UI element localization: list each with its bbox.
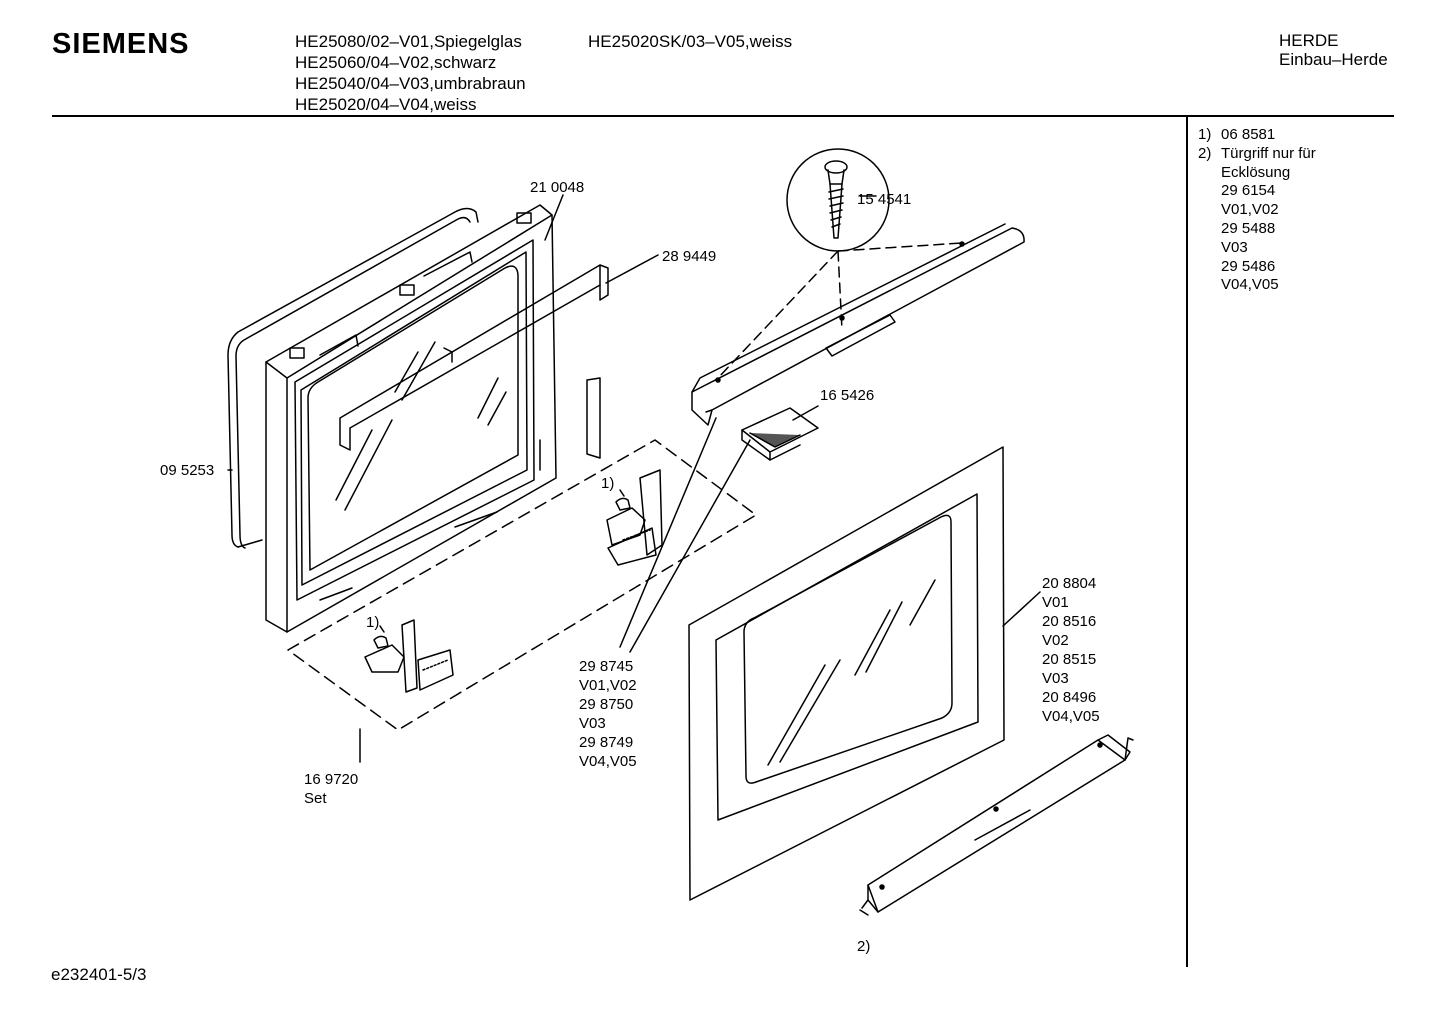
- part-line: 29 8745: [579, 658, 634, 675]
- model-list-primary: HE25080/02–V01,Spiegelglas HE25060/04–V0…: [295, 31, 526, 115]
- category-line: HERDE: [1279, 31, 1339, 50]
- part-label-165426: 16 5426: [820, 387, 875, 404]
- header-divider: [52, 115, 1394, 117]
- part-label-289449: 28 9449: [662, 248, 717, 265]
- label-plate: [586, 377, 601, 459]
- note-text: V03: [1221, 238, 1248, 256]
- outer-door-glass: [688, 446, 1005, 901]
- part-line: 16 9720: [304, 771, 359, 788]
- handle-end-cap: [741, 407, 819, 461]
- part-line: V04,V05: [1042, 708, 1100, 725]
- note-number: 2): [1198, 144, 1212, 162]
- inner-door-frame: [265, 204, 557, 633]
- part-label-169720: 16 9720 Set: [304, 770, 358, 808]
- corner-handle: [859, 734, 1134, 916]
- part-label-210048: 21 0048: [530, 179, 585, 196]
- part-label-208804: 20 8804 V01 20 8516 V02 20 8515 V03 20 8…: [1042, 574, 1100, 726]
- category-label: HERDE Einbau–Herde: [1279, 31, 1388, 69]
- part-line: V01,V02: [579, 677, 637, 694]
- model-list-secondary: HE25020SK/03–V05,weiss: [588, 31, 792, 52]
- note-ref-1-upper: 1): [601, 475, 615, 492]
- part-line: 20 8496: [1042, 689, 1097, 706]
- callout-leaders: [227, 194, 1041, 763]
- note-text: Ecklösung: [1221, 163, 1291, 181]
- door-strip: [339, 264, 609, 451]
- handle-bar: [691, 223, 1025, 426]
- model-line: HE25020/04–V04,weiss: [295, 95, 477, 114]
- part-line: Set: [304, 790, 327, 807]
- part-line: 20 8516: [1042, 613, 1097, 630]
- note-text: 29 5486: [1221, 257, 1276, 275]
- note-1: 1) 06 8581: [1198, 126, 1316, 145]
- part-line: V04,V05: [579, 753, 637, 770]
- hinge-left: [364, 619, 454, 693]
- brand-logo: SIEMENS: [52, 28, 190, 60]
- model-line: HE25040/04–V03,umbrabraun: [295, 74, 526, 93]
- part-line: V01: [1042, 594, 1069, 611]
- screw-leaders: [717, 242, 963, 379]
- notes-panel: 1) 06 8581 2) Türgriff nur für Ecklösung…: [1198, 126, 1316, 295]
- note-text: V01,V02: [1221, 201, 1279, 219]
- note-text: 06 8581: [1221, 126, 1276, 143]
- note-ref-2: 2): [857, 938, 871, 955]
- note-number: 1): [1198, 126, 1212, 143]
- part-line: V02: [1042, 632, 1069, 649]
- document-code: e232401-5/3: [51, 965, 147, 984]
- part-line: 20 8515: [1042, 651, 1097, 668]
- note-text: 29 5488: [1221, 219, 1276, 237]
- part-label-095253: 09 5253: [160, 462, 215, 479]
- part-line: 29 8750: [579, 696, 634, 713]
- note-2: 2) Türgriff nur für Ecklösung 29 6154 V0…: [1198, 145, 1316, 295]
- part-line: V03: [579, 715, 606, 732]
- part-label-154541: 15 4541: [857, 191, 912, 208]
- part-label-298745: 29 8745 V01,V02 29 8750 V03 29 8749 V04,…: [579, 657, 637, 771]
- notes-divider: [1186, 117, 1188, 967]
- model-line: HE25020SK/03–V05,weiss: [588, 32, 793, 51]
- part-line: V03: [1042, 670, 1069, 687]
- part-line: 20 8804: [1042, 575, 1097, 592]
- category-line: Einbau–Herde: [1279, 50, 1388, 69]
- note-text: V04,V05: [1221, 276, 1279, 294]
- note-ref-1-lower: 1): [366, 614, 380, 631]
- hinge-right: [606, 469, 663, 566]
- door-gasket: [227, 207, 479, 549]
- model-line: HE25060/04–V02,schwarz: [295, 53, 497, 72]
- note-text: Türgriff nur für: [1221, 144, 1316, 162]
- part-line: 29 8749: [579, 734, 634, 751]
- note-text: 29 6154: [1221, 182, 1276, 200]
- model-line: HE25080/02–V01,Spiegelglas: [295, 32, 522, 51]
- hinge-set-outline: [287, 439, 757, 731]
